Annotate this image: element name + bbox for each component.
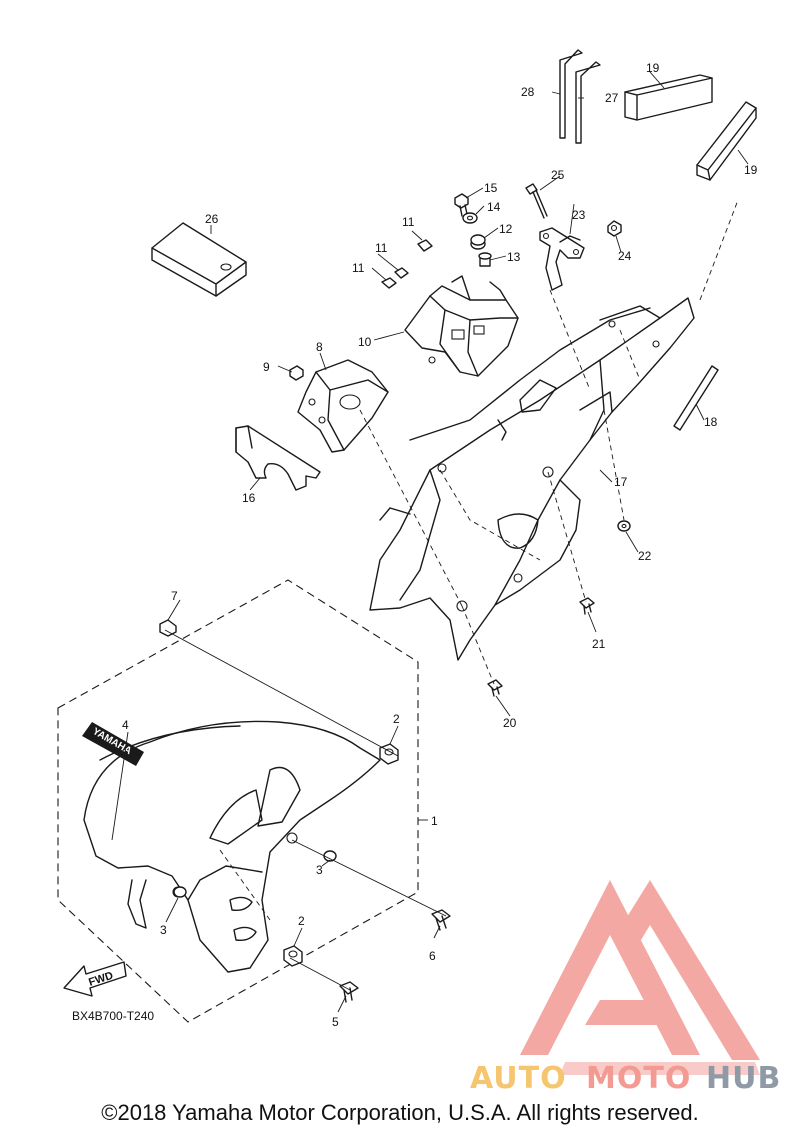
callout-5: 5 <box>332 1015 339 1029</box>
callout-3a: 3 <box>316 863 323 877</box>
part-2-grommet-upper <box>379 743 399 765</box>
part-26-strap <box>151 222 247 297</box>
callout-25: 25 <box>551 168 565 182</box>
callout-20: 20 <box>503 716 517 730</box>
callout-19a: 19 <box>646 61 660 75</box>
watermark-moto: MOTO <box>586 1061 691 1095</box>
part-13-collar <box>478 252 492 267</box>
callout-6: 6 <box>429 949 436 963</box>
callout-8: 8 <box>316 340 323 354</box>
part-24-nut <box>607 220 622 237</box>
callout-28: 28 <box>521 85 535 99</box>
part-3-collar-b <box>173 886 187 898</box>
part-2-grommet-lower <box>283 945 303 967</box>
part-27-28-rods <box>559 49 601 144</box>
part-23-bracket <box>539 227 585 291</box>
callout-7: 7 <box>171 589 178 603</box>
part-3-collar-a <box>323 850 337 862</box>
drawing-code: BX4B700-T240 <box>72 1009 154 1023</box>
callout-17: 17 <box>614 475 628 489</box>
callout-24: 24 <box>618 249 632 263</box>
watermark-auto: AUTO <box>470 1061 567 1095</box>
callout-3b: 3 <box>160 923 167 937</box>
leader-lines <box>111 71 749 1013</box>
callout-4: 4 <box>122 718 129 732</box>
callout-12: 12 <box>499 222 513 236</box>
part-11-clips <box>381 239 433 289</box>
callout-2a: 2 <box>393 712 400 726</box>
callout-10: 10 <box>358 335 372 349</box>
part-6-bolt <box>431 909 451 931</box>
callout-23: 23 <box>572 208 586 222</box>
part-10-bracket-box <box>404 275 519 377</box>
part-9-bolt <box>289 365 304 381</box>
part-16-cover <box>235 425 321 491</box>
part-15-bolt <box>454 193 469 217</box>
part-22-nut <box>617 520 631 532</box>
part-18-strip <box>673 365 719 431</box>
callout-18: 18 <box>704 415 718 429</box>
fwd-arrow-icon: FWD <box>63 961 127 997</box>
callout-19b: 19 <box>744 163 758 177</box>
watermark-logo <box>520 880 760 1075</box>
part-25-bolt <box>525 183 548 219</box>
parts-diagram: AUTO MOTO HUB <box>57 49 781 1095</box>
callout-15: 15 <box>484 181 498 195</box>
callout-26: 26 <box>205 212 219 226</box>
part-17-rear-fender <box>369 297 695 661</box>
watermark-hub: HUB <box>706 1061 781 1095</box>
part-12-grommet <box>470 234 486 250</box>
part-5-bolt <box>339 981 359 1003</box>
callout-22: 22 <box>638 549 652 563</box>
callout-11a: 11 <box>402 215 415 229</box>
callout-13: 13 <box>507 250 521 264</box>
part-7-nut <box>159 619 177 637</box>
part-14-washer <box>462 212 478 224</box>
callout-27: 27 <box>605 91 619 105</box>
part-21-screw <box>579 597 595 615</box>
callouts: 28 27 19 19 26 25 23 24 15 14 12 13 11 1… <box>122 61 758 1029</box>
callout-14: 14 <box>487 200 501 214</box>
callout-21: 21 <box>592 637 606 651</box>
assembly-1-outline <box>57 579 419 1023</box>
part-19-pad-side <box>696 101 757 181</box>
part-19-pad-top <box>624 74 713 121</box>
callout-11b: 11 <box>375 241 388 255</box>
callout-9: 9 <box>263 360 270 374</box>
part-20-screw <box>487 679 503 697</box>
part-8-housing <box>297 359 389 453</box>
callout-11c: 11 <box>352 261 365 275</box>
callout-16: 16 <box>242 491 256 505</box>
callout-1: 1 <box>431 814 438 828</box>
copyright-notice: ©2018 Yamaha Motor Corporation, U.S.A. A… <box>101 1100 699 1125</box>
dashed-assembly-lines <box>219 199 739 921</box>
callout-2b: 2 <box>298 914 305 928</box>
